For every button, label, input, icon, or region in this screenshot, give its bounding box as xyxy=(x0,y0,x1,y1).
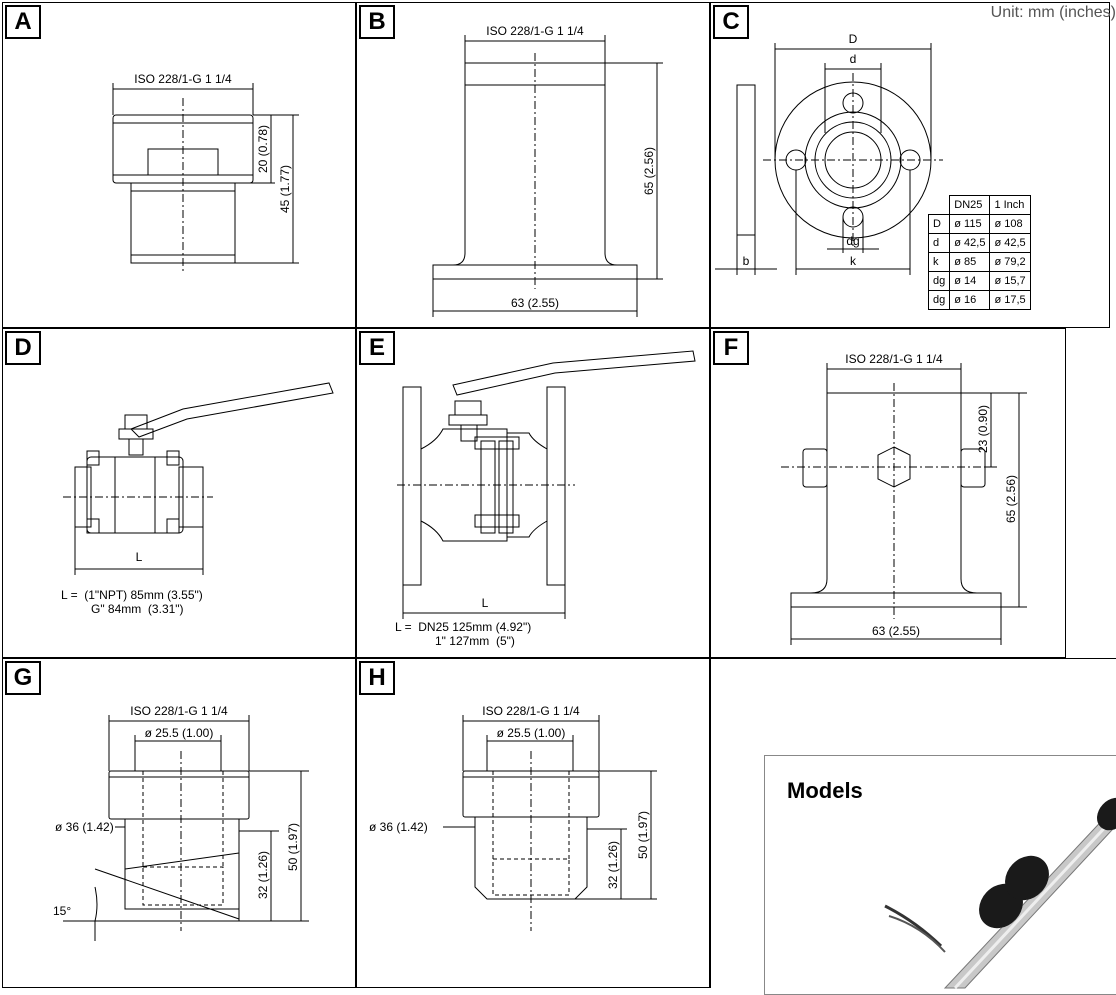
panel-f: F xyxy=(710,328,1066,658)
table-cell: ø 108 xyxy=(989,214,1031,234)
c-label-dg: dg xyxy=(846,234,859,248)
panel-h: H ISO 228/1-G 1 1/4 ø 25. xyxy=(356,658,710,988)
sensor-photo xyxy=(884,797,1116,990)
table-row: dg ø 14 ø 15,7 xyxy=(927,271,1031,291)
table-cell: k xyxy=(927,252,951,272)
e-caption-line2: 1" 127mm (5") xyxy=(435,634,515,648)
table-cell: ø 42,5 xyxy=(949,233,991,253)
panel-g-letter: G xyxy=(5,661,41,695)
d-label-L: L xyxy=(136,550,143,564)
drawing-a: ISO 228/1-G 1 1/4 20 (0.78) 45 (1.77) xyxy=(112,72,299,273)
table-row: D ø 115 ø 108 xyxy=(927,214,1031,234)
table-row: d ø 42,5 ø 42,5 xyxy=(927,233,1031,253)
panel-c-letter: C xyxy=(713,5,749,39)
panel-f-letter: F xyxy=(713,331,749,365)
flange-dimension-table: DN25 1 Inch D ø 115 ø 108 d ø 42,5 ø 42,… xyxy=(927,195,1031,310)
c-label-D: D xyxy=(849,32,858,46)
table-cell: ø 79,2 xyxy=(989,252,1031,272)
panel-e: E L L = DN25 125mm (4.92") 1" 127mm xyxy=(356,328,710,658)
h-h1: 32 (1.26) xyxy=(606,841,620,889)
drawing-f: ISO 228/1-G 1 1/4 23 (0.90) 65 (2.56) 63… xyxy=(781,352,1027,645)
panel-c: C xyxy=(710,2,1110,328)
drawing-h: ISO 228/1-G 1 1/4 ø 25.5 (1.00) ø 36 (1.… xyxy=(369,704,657,931)
c-label-k: k xyxy=(850,254,857,268)
drawing-d: L xyxy=(63,382,334,575)
panel-d-letter: D xyxy=(5,331,41,365)
table-header-cell: DN25 xyxy=(949,195,991,215)
g-angle: 15° xyxy=(53,904,71,918)
table-cell: ø 42,5 xyxy=(989,233,1031,253)
h-thread-label: ISO 228/1-G 1 1/4 xyxy=(482,704,580,718)
b-thread-label: ISO 228/1-G 1 1/4 xyxy=(486,24,584,38)
f-height: 65 (2.56) xyxy=(1004,475,1018,523)
table-cell: ø 15,7 xyxy=(989,271,1031,291)
drawing-b: ISO 228/1-G 1 1/4 65 (2.56) 63 (2.55) xyxy=(432,24,663,317)
table-header-cell xyxy=(928,195,951,215)
h-inner-diameter: ø 25.5 (1.00) xyxy=(497,726,566,740)
table-cell: ø 16 xyxy=(949,290,991,310)
table-header-cell: 1 Inch xyxy=(989,195,1031,215)
g-thread-label: ISO 228/1-G 1 1/4 xyxy=(130,704,228,718)
table-cell: ø 115 xyxy=(949,214,991,234)
f-dim1: 23 (0.90) xyxy=(976,405,990,453)
panel-e-letter: E xyxy=(359,331,395,365)
table-header-row: DN25 1 Inch xyxy=(928,195,1031,215)
models-card: Models xyxy=(764,755,1116,995)
e-label-L: L xyxy=(482,596,489,610)
table-cell: d xyxy=(927,233,951,253)
d-caption-line2: G" 84mm (3.31") xyxy=(91,602,184,616)
table-cell: D xyxy=(927,214,951,234)
models-title: Models xyxy=(787,778,863,803)
table-cell: ø 85 xyxy=(949,252,991,272)
drawing-e: L xyxy=(397,350,696,619)
f-thread-label: ISO 228/1-G 1 1/4 xyxy=(845,352,943,366)
panel-d: D L L = (1"NPT) 85mm (3.55") xyxy=(2,328,356,658)
panel-b: B ISO 228/1-G 1 1/4 65 (2.56) 63 (2.55) xyxy=(356,2,710,328)
b-height: 65 (2.56) xyxy=(642,147,656,195)
g-h2: 50 (1.97) xyxy=(286,823,300,871)
a-thread-label: ISO 228/1-G 1 1/4 xyxy=(134,72,232,86)
c-label-b: b xyxy=(743,254,750,268)
b-width: 63 (2.55) xyxy=(511,296,559,310)
h-outer-diameter: ø 36 (1.42) xyxy=(369,820,428,834)
c-label-d: d xyxy=(850,52,857,66)
panel-a: A ISO 228/1-G 1 1/4 20 (0.78) xyxy=(2,2,356,328)
table-cell: ø 14 xyxy=(949,271,991,291)
a-dim2: 45 (1.77) xyxy=(278,165,292,213)
panel-a-letter: A xyxy=(5,5,41,39)
e-caption-line1: L = DN25 125mm (4.92") xyxy=(395,620,532,634)
table-row: dg ø 16 ø 17,5 xyxy=(927,290,1031,310)
drawing-c: D d dg k b xyxy=(715,32,943,275)
panel-h-letter: H xyxy=(359,661,395,695)
panel-g: G xyxy=(2,658,356,988)
table-cell: ø 17,5 xyxy=(989,290,1031,310)
panel-b-letter: B xyxy=(359,5,395,39)
a-dim1: 20 (0.78) xyxy=(256,125,270,173)
d-caption-line1: L = (1"NPT) 85mm (3.55") xyxy=(61,588,203,602)
table-cell: dg xyxy=(927,290,951,310)
table-cell: dg xyxy=(927,271,951,291)
h-h2: 50 (1.97) xyxy=(636,811,650,859)
unit-label: Unit: mm (inches) xyxy=(990,4,1116,21)
table-row: k ø 85 ø 79,2 xyxy=(927,252,1031,272)
drawing-g: ISO 228/1-G 1 1/4 ø 25.5 (1.00) ø 36 (1.… xyxy=(53,704,309,941)
f-width: 63 (2.55) xyxy=(872,624,920,638)
g-outer-diameter: ø 36 (1.42) xyxy=(55,820,114,834)
g-inner-diameter: ø 25.5 (1.00) xyxy=(145,726,214,740)
g-h1: 32 (1.26) xyxy=(256,851,270,899)
